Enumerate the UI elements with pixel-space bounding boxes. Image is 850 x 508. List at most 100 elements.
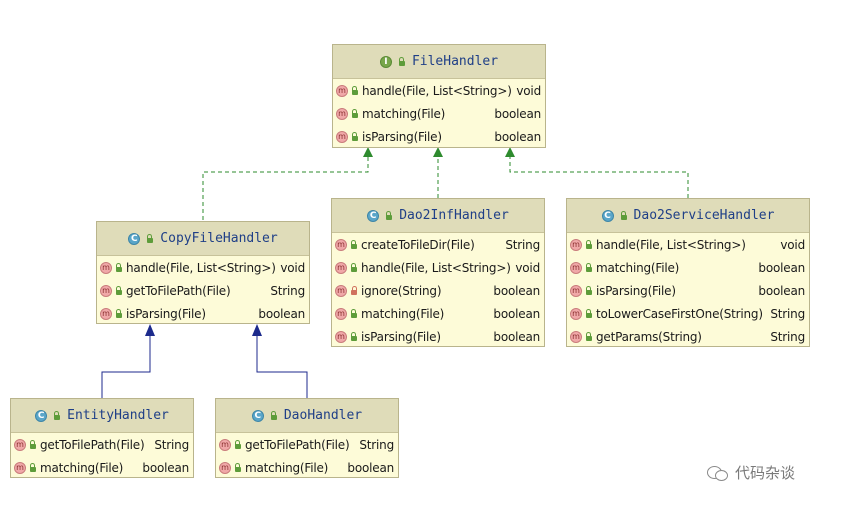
class-icon: C — [601, 209, 614, 222]
public-visibility-icon — [351, 108, 359, 118]
public-visibility-icon — [29, 439, 37, 449]
public-visibility-icon — [146, 233, 154, 243]
method-return-type: boolean — [493, 329, 540, 344]
method-signature: matching(File) — [362, 106, 446, 121]
public-visibility-icon — [398, 56, 406, 66]
class-icon: C — [35, 409, 48, 422]
method-return-type: boolean — [493, 306, 540, 321]
method-signature: handle(File, List<String>) — [362, 83, 512, 98]
extends-edge-entityhandler — [101, 324, 155, 398]
method-return-type: boolean — [494, 106, 541, 121]
method-return-type: boolean — [758, 260, 805, 275]
class-box-dao2servicehandler[interactable]: C Dao2ServiceHandler m handle(File, List<… — [566, 198, 810, 347]
method-icon: m — [14, 461, 26, 474]
public-visibility-icon — [585, 262, 593, 272]
method-icon: m — [219, 438, 231, 451]
static-visibility-icon — [585, 331, 593, 341]
method-icon: m — [335, 261, 347, 274]
class-name: Dao2InfHandler — [399, 208, 509, 223]
method-return-type: String — [359, 437, 394, 452]
class-header: C DaoHandler — [216, 399, 398, 433]
public-visibility-icon — [234, 439, 242, 449]
interface-icon: I — [379, 55, 392, 68]
method-return-type: boolean — [142, 460, 189, 475]
method-return-type: boolean — [493, 283, 540, 298]
public-visibility-icon — [350, 331, 358, 341]
method-icon: m — [219, 461, 231, 474]
method-icon: m — [335, 307, 347, 320]
public-visibility-icon — [53, 410, 61, 420]
method-icon: m — [14, 438, 26, 451]
method-signature: matching(File) — [361, 306, 445, 321]
class-name: Dao2ServiceHandler — [633, 208, 775, 223]
method-icon: m — [336, 84, 348, 97]
method-return-type: boolean — [494, 129, 541, 144]
method-icon: m — [570, 238, 582, 251]
class-name: DaoHandler — [283, 408, 363, 423]
class-box-filehandler[interactable]: I FileHandler m handle(File, List<String>… — [332, 44, 546, 148]
class-header: I FileHandler — [333, 45, 545, 79]
class-header: C EntityHandler — [11, 399, 193, 433]
method-row[interactable]: m matching(File) boolean — [332, 302, 544, 325]
method-signature: toLowerCaseFirstOne(String) — [596, 306, 763, 321]
method-return-type: void — [280, 260, 305, 275]
method-icon: m — [100, 261, 112, 274]
method-signature: handle(File, List<String>) — [361, 260, 511, 275]
method-signature: getParams(String) — [596, 329, 702, 344]
static-visibility-icon — [585, 308, 593, 318]
wechat-icon — [707, 465, 729, 481]
class-icon: C — [128, 232, 141, 245]
method-row[interactable]: m handle(File, List<String>) void — [567, 233, 809, 256]
method-icon: m — [570, 330, 582, 343]
method-row[interactable]: m matching(File) boolean — [11, 456, 193, 479]
private-visibility-icon — [350, 285, 358, 295]
public-visibility-icon — [585, 285, 593, 295]
class-icon: C — [367, 209, 380, 222]
method-row[interactable]: m handle(File, List<String>) void — [332, 256, 544, 279]
method-signature: isParsing(File) — [596, 283, 676, 298]
method-row[interactable]: m getToFilePath(File) String — [216, 433, 398, 456]
class-header: C CopyFileHandler — [97, 222, 309, 256]
class-name: FileHandler — [411, 54, 499, 69]
method-return-type: void — [515, 260, 540, 275]
method-icon: m — [336, 130, 348, 143]
method-icon: m — [335, 238, 347, 251]
public-visibility-icon — [350, 239, 358, 249]
method-return-type: boolean — [758, 283, 805, 298]
public-visibility-icon — [115, 262, 123, 272]
method-signature: getToFilePath(File) — [245, 437, 350, 452]
public-visibility-icon — [620, 210, 628, 220]
watermark-text: 代码杂谈 — [735, 464, 796, 482]
method-return-type: void — [780, 237, 805, 252]
public-visibility-icon — [585, 239, 593, 249]
method-icon: m — [100, 307, 112, 320]
method-return-type: String — [154, 437, 189, 452]
public-visibility-icon — [29, 462, 37, 472]
method-signature: handle(File, List<String>) — [596, 237, 746, 252]
implements-edge-dao2infhandler — [433, 147, 443, 198]
method-signature: matching(File) — [40, 460, 124, 475]
